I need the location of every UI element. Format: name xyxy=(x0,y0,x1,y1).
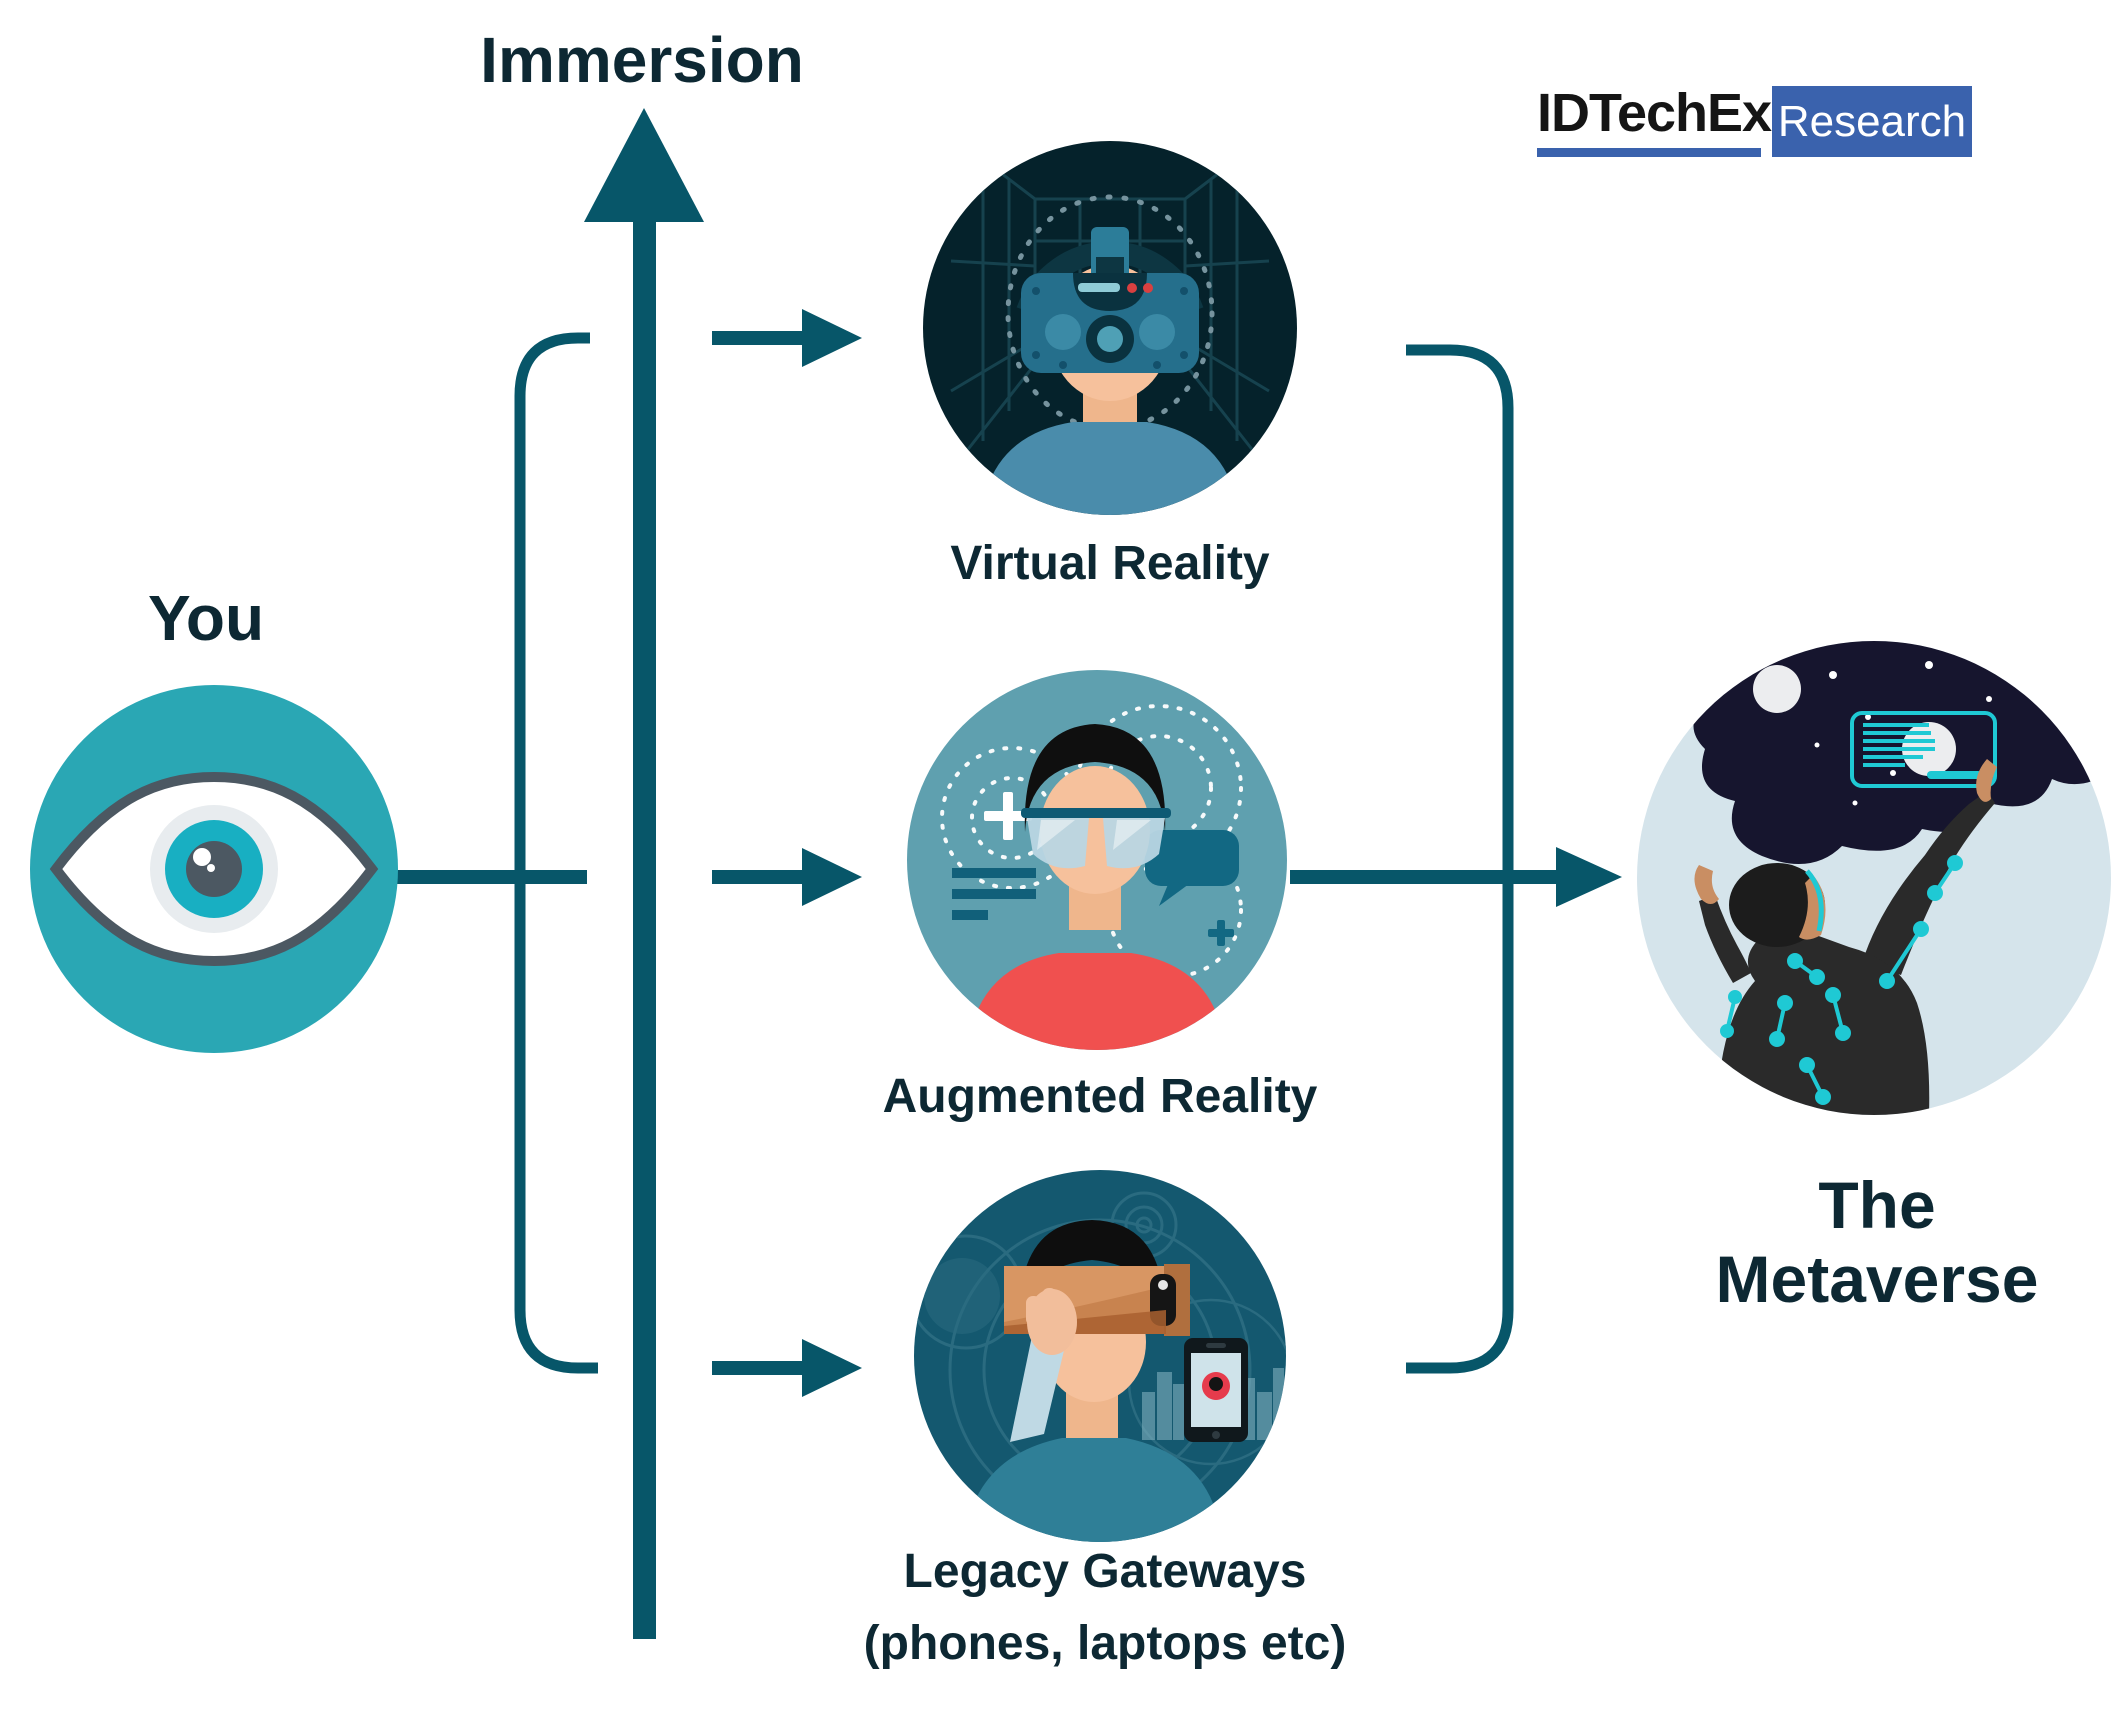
metaverse-label: The Metaverse xyxy=(1715,1168,2039,1316)
logo-brand-text: IDTechEx xyxy=(1537,83,1772,143)
immersion-axis-label: Immersion xyxy=(480,24,804,96)
augmented-reality-label: Augmented Reality xyxy=(882,1070,1318,1123)
ar-glasses xyxy=(1021,808,1171,869)
phone-with-map-pin xyxy=(1184,1338,1248,1442)
virtual-reality-label: Virtual Reality xyxy=(950,537,1270,590)
logo-research-badge: Research xyxy=(1772,86,1972,157)
arrow-to-metaverse xyxy=(1290,847,1622,907)
arrow-to-legacy-gateways xyxy=(712,1339,862,1397)
eye-icon xyxy=(30,685,398,1053)
ar-small-plus-icon xyxy=(1208,920,1234,946)
mocap-person xyxy=(1694,759,1997,1115)
left-split-bracket xyxy=(514,332,598,1374)
you-label: You xyxy=(147,582,265,654)
ar-glasses-person-icon xyxy=(907,670,1287,1050)
virtual-screen xyxy=(1850,711,1997,788)
ar-text-lines xyxy=(952,868,1036,920)
vr-headset-person-icon xyxy=(923,141,1297,515)
right-merge-bracket xyxy=(1406,344,1514,1374)
logo-underline xyxy=(1537,148,1761,157)
cardboard-viewer-phone-icon xyxy=(914,1170,1286,1542)
mocap-suit-person-icon xyxy=(1637,641,2111,1115)
idtechex-logo: IDTechEx xyxy=(1537,82,1772,157)
arrow-to-augmented-reality xyxy=(712,848,862,906)
logo-product-text: Research xyxy=(1777,96,1967,146)
ar-plus-icon xyxy=(984,792,1032,840)
legacy-gateways-label: Legacy Gateways (phones, laptops etc) xyxy=(863,1545,1347,1670)
arrow-to-virtual-reality xyxy=(712,309,862,367)
hand xyxy=(1026,1288,1077,1355)
speech-bubble-icon xyxy=(1145,830,1239,906)
sleeve xyxy=(1010,1336,1066,1442)
moon xyxy=(1753,665,1801,713)
mocap-markers xyxy=(1720,855,1963,1105)
immersion-axis-arrow xyxy=(584,108,704,1639)
